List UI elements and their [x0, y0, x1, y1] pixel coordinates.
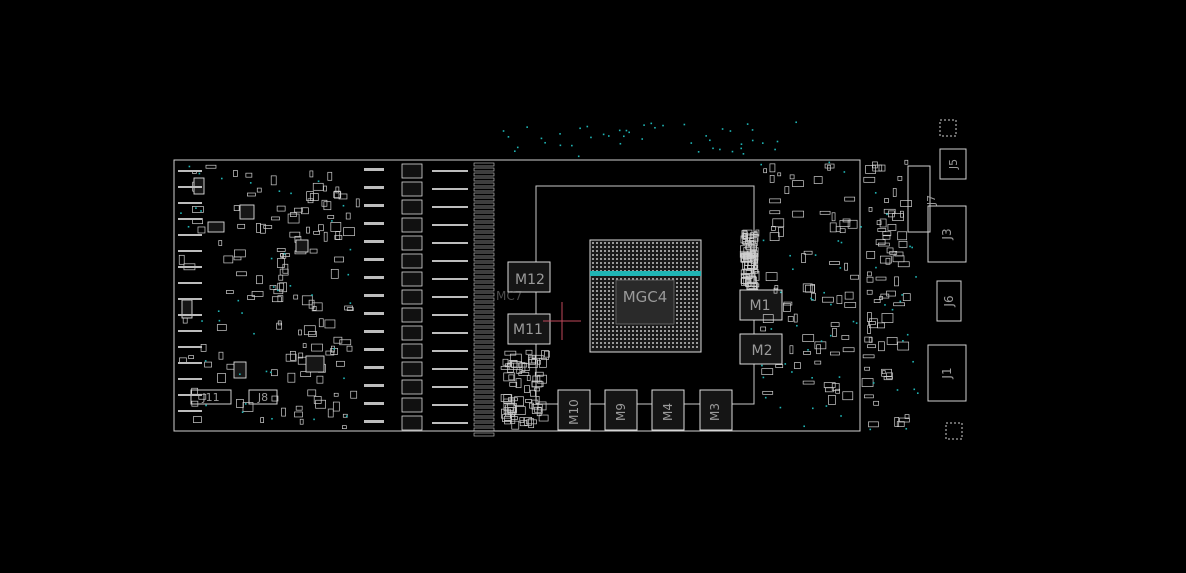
gpu-label: MGC4: [623, 288, 668, 306]
board-outline: [173, 159, 861, 432]
memory-chip-m1[interactable]: M1: [739, 289, 783, 321]
connector-j3[interactable]: J3: [927, 205, 967, 263]
connector-label-j3: J3: [940, 228, 954, 240]
memory-label-m11: M11: [513, 322, 543, 338]
connector-label-j11: J11: [201, 391, 219, 404]
connector-j6[interactable]: J6: [936, 280, 962, 322]
connector-j8[interactable]: J8: [248, 389, 278, 405]
connector-label-j7: J7: [925, 195, 938, 206]
memory-label-m12: M12: [515, 272, 545, 288]
ghost-label: MC7: [496, 289, 522, 303]
memory-label-m3: M3: [708, 403, 722, 421]
memory-label-m9: M9: [614, 403, 628, 421]
connector-label-j6: J6: [942, 295, 956, 307]
connector-label-j8: J8: [257, 391, 268, 404]
connector-label-j1: J1: [940, 367, 954, 379]
connector-j7[interactable]: J7: [907, 165, 938, 233]
memory-label-m2: M2: [752, 343, 773, 359]
via-dots: [180, 121, 919, 431]
memory-chip-m3[interactable]: M3: [699, 389, 733, 431]
memory-chip-m10[interactable]: M10: [557, 389, 591, 431]
memory-chip-m11[interactable]: M11: [507, 313, 551, 345]
memory-label-m1: M1: [750, 298, 771, 314]
memory-chip-m9[interactable]: M9: [604, 389, 638, 431]
memory-label-m10: M10: [567, 399, 581, 425]
memory-chip-m2[interactable]: M2: [739, 333, 783, 365]
connector-label-j5: J5: [947, 159, 960, 170]
connector-j5[interactable]: J5: [939, 148, 967, 180]
crosshair-cursor: [543, 302, 581, 340]
smd-components: [178, 159, 912, 430]
mounting-pad-bottom: [945, 422, 963, 440]
gpu-package[interactable]: MGC4: [589, 239, 702, 353]
pcie-edge-fingers: [473, 162, 495, 437]
vrm-inductor-column: [364, 163, 468, 431]
connector-j1[interactable]: J1: [927, 344, 967, 402]
mounting-pad-top: [939, 119, 957, 137]
memory-label-m4: M4: [661, 403, 675, 421]
memory-chip-m4[interactable]: M4: [651, 389, 685, 431]
memory-chip-m12[interactable]: M12: [507, 261, 551, 293]
